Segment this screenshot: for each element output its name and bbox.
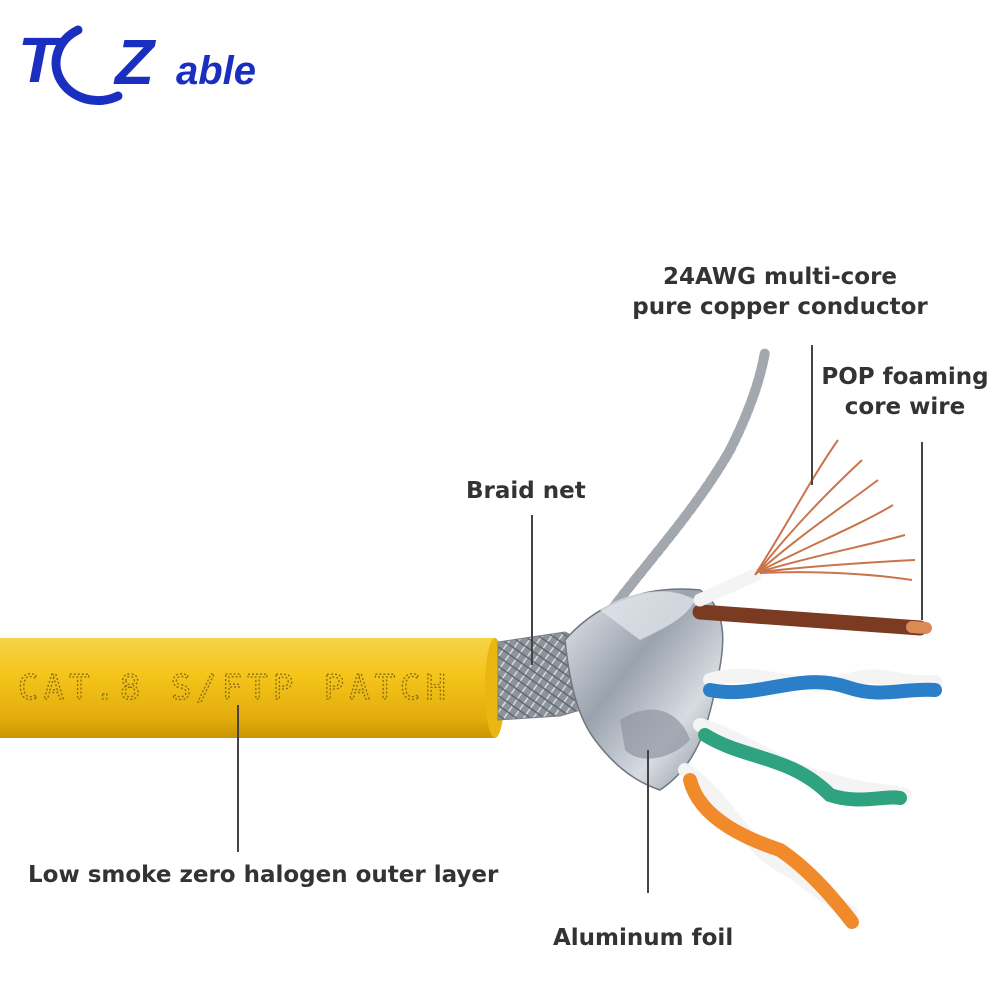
white-wire [693, 568, 762, 607]
aluminum-foil-label: Aluminum foil [553, 925, 734, 951]
copper-strands [754, 439, 916, 581]
svg-text:able: able [176, 49, 256, 93]
orange-pair [678, 763, 859, 929]
pop-label-line2: core wire [844, 394, 966, 420]
aluminum-foil [564, 588, 724, 791]
outer-layer-label: Low smoke zero halogen outer layer [28, 862, 499, 888]
conductor-label: 24AWG multi-core pure copper conductor [625, 262, 935, 322]
cable-jacket: CAT.8 S/FTP PATCH [0, 638, 505, 738]
conductor-label-line2: pure copper conductor [632, 294, 928, 320]
logo-c-swoosh [51, 25, 123, 106]
brown-wire [692, 604, 928, 636]
brand-logo: T Z able [18, 24, 256, 106]
blue-pair [703, 668, 942, 700]
green-pair [693, 718, 912, 807]
pop-foaming-label: POP foaming core wire [820, 362, 990, 422]
braid-strand [585, 347, 770, 645]
pop-label-line1: POP foaming [821, 364, 989, 390]
svg-text:Z: Z [113, 26, 157, 98]
conductor-label-line1: 24AWG multi-core [662, 264, 898, 290]
cable-print-text: CAT.8 S/FTP PATCH [18, 668, 451, 708]
braid-net-label: Braid net [466, 478, 586, 504]
leader-lines [237, 345, 923, 893]
